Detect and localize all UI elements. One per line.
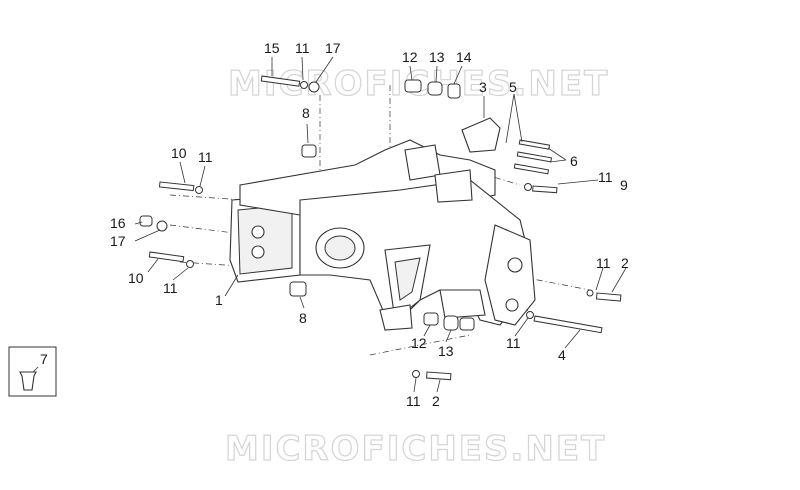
callout-1: 1	[215, 292, 223, 308]
callout-16: 16	[110, 215, 126, 231]
callout-6: 6	[570, 153, 578, 169]
main-frame	[229, 117, 536, 331]
callout-9: 9	[620, 177, 628, 193]
callout-11: 11	[163, 280, 178, 296]
callout-10: 10	[128, 270, 144, 286]
callout-11: 11	[506, 335, 521, 351]
rubber-plug-icon	[19, 371, 37, 391]
callout-11: 11	[295, 40, 310, 56]
hardware	[139, 75, 622, 381]
callout-11: 11	[406, 393, 421, 409]
callout-5: 5	[509, 79, 517, 95]
callout-14: 14	[456, 49, 472, 65]
callout-8: 8	[299, 310, 307, 326]
leader-lines	[134, 56, 627, 393]
callout-11: 11	[596, 255, 611, 271]
callout-13: 13	[438, 343, 454, 359]
bracket-part-3	[461, 117, 501, 153]
callout-8: 8	[302, 105, 310, 121]
callout-11: 11	[598, 169, 613, 185]
callout-12: 12	[402, 49, 418, 65]
callout-11: 11	[198, 149, 213, 165]
callout-17: 17	[110, 233, 126, 249]
callout-4: 4	[558, 347, 566, 363]
callout-13: 13	[429, 49, 445, 65]
inset-part-7: 7	[8, 346, 57, 397]
callout-10: 10	[171, 145, 187, 161]
callout-15: 15	[264, 40, 280, 56]
callout-12: 12	[411, 335, 427, 351]
callout-17: 17	[325, 40, 341, 56]
callouts: 15 11 17 12 13 14 3 5 6 8 10 11 11 9 16 …	[110, 40, 629, 409]
callout-2: 2	[432, 393, 440, 409]
callout-7: 7	[40, 351, 48, 367]
callout-3: 3	[479, 79, 487, 95]
callout-2: 2	[621, 255, 629, 271]
watermark-bottom: MICROFICHES.NET	[225, 429, 606, 469]
